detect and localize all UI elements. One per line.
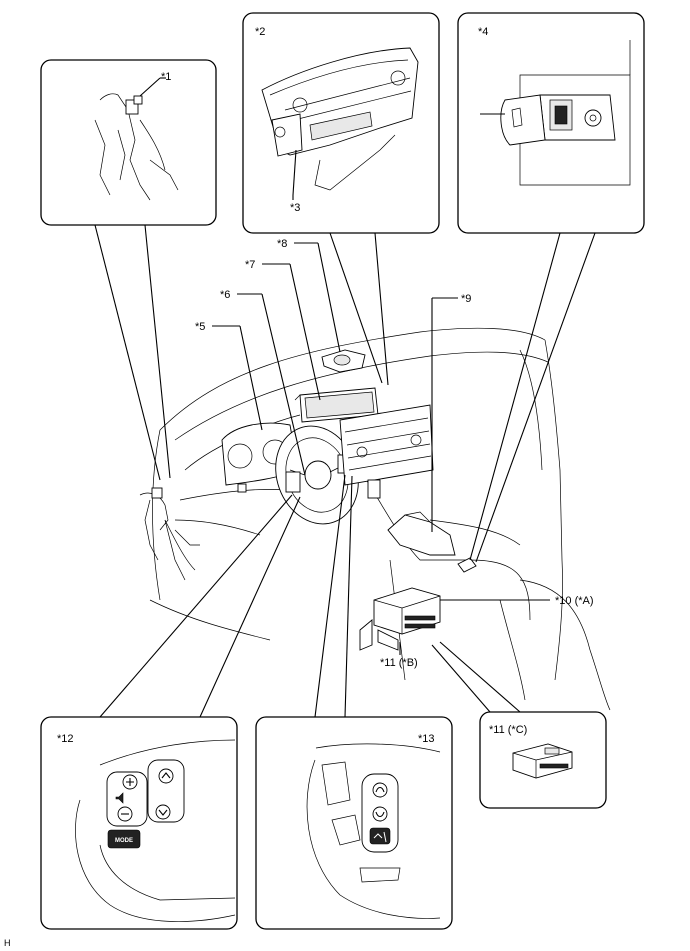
- callout-label-12: *12: [57, 733, 74, 745]
- usb-aux-adapter-location: [457, 557, 477, 573]
- driver-side-wiring: [139, 487, 200, 571]
- figure-code: H: [4, 938, 11, 948]
- callout-label-8: *8: [277, 238, 287, 250]
- stereo-amplifier: [373, 587, 441, 635]
- callout-label-5: *5: [195, 321, 205, 333]
- callout-label-9: *9: [461, 293, 471, 305]
- callout-label-6: *6: [220, 289, 230, 301]
- steering-wheel: [275, 425, 359, 525]
- callout-label-3: *3: [290, 202, 300, 214]
- callout-box-1: [40, 59, 217, 226]
- callout-box-13: [255, 716, 453, 930]
- callout-label-1: *1: [161, 71, 171, 83]
- callout-label-7: *7: [245, 259, 255, 271]
- callout-label-13: *13: [418, 733, 435, 745]
- callout-label-2: *2: [255, 26, 265, 38]
- telephone-bracket: [359, 619, 399, 651]
- callout-label-10: *10 (*A): [555, 595, 594, 607]
- callout-box-12: MODE: [40, 716, 238, 930]
- leader-lines: [94, 195, 596, 718]
- callout-box-4: [457, 12, 645, 234]
- callout-box-2: [242, 12, 440, 234]
- vehicle-interior-illustration: [149, 327, 611, 711]
- remote-touch-unit: [321, 349, 366, 373]
- callout-label-4: *4: [478, 26, 488, 38]
- remote-touch-controller: [387, 511, 456, 556]
- radio-and-display-receiver: [339, 404, 434, 499]
- callout-box-11c: [479, 711, 607, 809]
- mode-button-label: MODE: [115, 838, 133, 844]
- callout-label-11c: *11 (*C): [489, 724, 527, 736]
- callout-label-11b: *11 (*B): [380, 657, 418, 669]
